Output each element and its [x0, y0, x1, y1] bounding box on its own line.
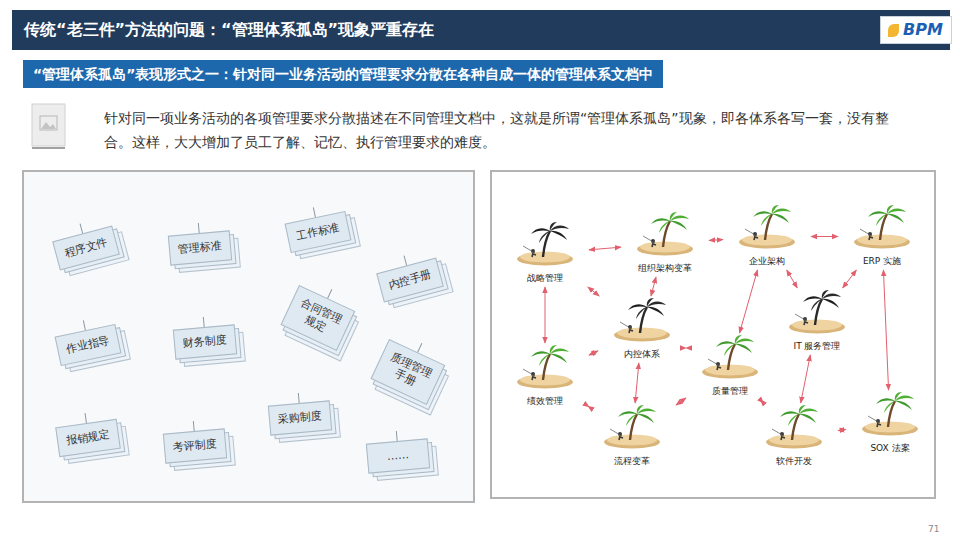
island: 战略管理 — [503, 222, 587, 285]
document-label: 工作标准 — [290, 220, 346, 245]
island-illustration — [700, 335, 760, 379]
relation-arrow — [838, 429, 846, 430]
document-label: 报销规定 — [60, 427, 115, 448]
island: 软件开发 — [752, 405, 836, 468]
subtitle-band: “管理体系孤岛”表现形式之一：针对同一业务活动的管理要求分散在各种自成一体的管理… — [23, 60, 663, 88]
island-label: 战略管理 — [525, 273, 565, 284]
document-stack: …… — [366, 438, 430, 473]
island-illustration — [612, 298, 672, 342]
island-label: 质量管理 — [710, 386, 750, 397]
island: 内控体系 — [600, 298, 684, 361]
island-label: 组织架构变革 — [636, 263, 694, 274]
document-label: 内控手册 — [382, 266, 438, 293]
relation-arrow — [635, 363, 639, 403]
document-label: 作业指导 — [60, 333, 116, 358]
island: 绩效管理 — [503, 345, 587, 408]
document-label: 考评制度 — [168, 437, 223, 455]
document-stack: 考评制度 — [163, 428, 227, 463]
relation-arrow — [588, 287, 599, 296]
island-label: IT 服务管理 — [791, 341, 842, 352]
header-bar — [12, 10, 950, 50]
island: SOX 法案 — [848, 392, 932, 455]
island-label: 企业架构 — [747, 256, 787, 267]
logo-text: BPM — [903, 20, 943, 40]
island: 组织架构变革 — [623, 212, 707, 275]
document-label: 程序文件 — [58, 234, 114, 261]
island-illustration — [764, 405, 824, 449]
relation-arrow — [588, 406, 589, 408]
relation-arrow — [709, 239, 723, 241]
relation-arrow — [651, 277, 656, 296]
relation-arrow — [740, 270, 758, 333]
island: 质量管理 — [688, 335, 772, 398]
island-label: 软件开发 — [774, 456, 814, 467]
document-label: …… — [371, 447, 426, 465]
island-label: 绩效管理 — [525, 396, 565, 407]
document-label: 采购制度 — [273, 409, 328, 427]
placeholder-icon — [32, 104, 65, 148]
island-illustration — [515, 222, 575, 266]
page-number: 71 — [928, 524, 939, 534]
relation-arrow — [676, 398, 686, 405]
island-illustration — [737, 205, 797, 249]
island: ERP 实施 — [840, 205, 924, 268]
document-stack: 管理标准 — [168, 230, 232, 265]
relation-arrow — [589, 351, 598, 355]
relation-arrow — [589, 247, 621, 250]
island-illustration — [860, 392, 920, 436]
left-panel — [23, 171, 474, 502]
document-label: 管理标准 — [173, 239, 228, 257]
island-illustration — [787, 290, 847, 334]
relation-arrow — [883, 270, 888, 390]
document-label: 财务制度 — [178, 333, 233, 351]
logo-box: BPM — [880, 16, 952, 44]
island-illustration — [852, 205, 912, 249]
island-label: 流程变革 — [612, 456, 652, 467]
island-illustration — [602, 405, 662, 449]
island-label: 内控体系 — [622, 349, 662, 360]
relation-arrow — [545, 287, 546, 343]
document-stack: 采购制度 — [268, 400, 332, 435]
island-label: SOX 法案 — [868, 443, 911, 454]
island: 流程变革 — [590, 405, 674, 468]
relation-arrow — [787, 270, 798, 288]
island: 企业架构 — [725, 205, 809, 268]
subtitle-text: “管理体系孤岛”表现形式之一：针对同一业务活动的管理要求分散在各种自成一体的管理… — [33, 64, 653, 84]
island-illustration — [515, 345, 575, 389]
relation-arrow — [801, 355, 811, 403]
body-text: 针对同一项业务活动的各项管理要求分散描述在不同管理文档中，这就是所谓“管理体系孤… — [104, 106, 916, 154]
relation-arrow — [843, 270, 857, 288]
document-stack: 财务制度 — [173, 324, 237, 359]
island: IT 服务管理 — [775, 290, 859, 353]
right-panel — [491, 171, 935, 498]
island-illustration — [635, 212, 695, 256]
relation-arrow — [811, 236, 838, 237]
slide-title: 传统“老三件”方法的问题：“管理体系孤岛”现象严重存在 — [24, 14, 434, 46]
island-label: ERP 实施 — [861, 256, 903, 267]
relation-arrow — [761, 400, 764, 403]
